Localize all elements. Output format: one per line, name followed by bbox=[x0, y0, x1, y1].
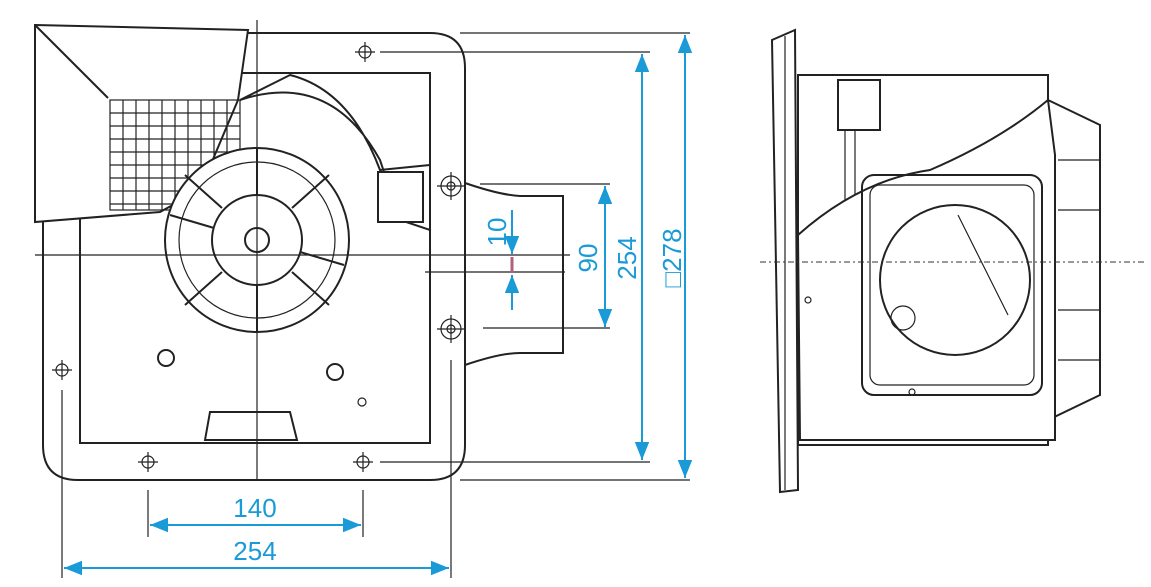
dim-90: 90 bbox=[573, 244, 603, 273]
motor-bracket bbox=[377, 171, 424, 223]
side-inner-box bbox=[861, 174, 1043, 396]
dim-278-square: □278 bbox=[657, 228, 687, 287]
center-lines bbox=[35, 20, 570, 480]
front-view bbox=[34, 20, 690, 578]
duct-adapter bbox=[464, 181, 564, 367]
dim-254-vertical: 254 bbox=[612, 236, 642, 279]
dim-254-horizontal: 254 bbox=[233, 536, 276, 566]
damper-ring bbox=[879, 204, 1031, 356]
handle bbox=[203, 411, 299, 441]
dimensions: 140 254 10 90 254 □278 bbox=[64, 35, 693, 576]
housing-body bbox=[79, 72, 431, 444]
mounting-holes bbox=[52, 42, 465, 472]
side-view bbox=[760, 28, 1145, 494]
dim-140: 140 bbox=[233, 493, 276, 523]
dim-10: 10 bbox=[482, 218, 512, 247]
